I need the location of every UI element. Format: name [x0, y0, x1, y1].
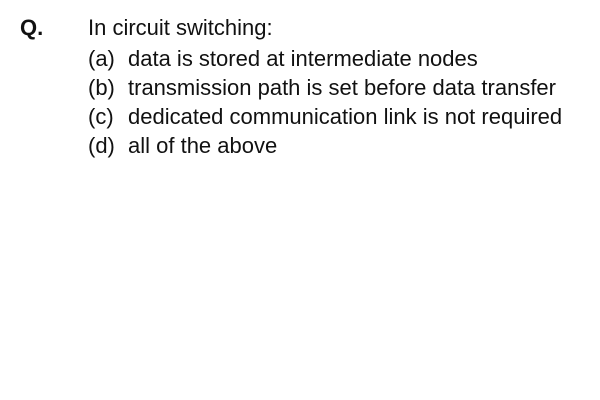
question-body: In circuit switching: (a) data is stored…	[88, 12, 593, 160]
option-d: (d) all of the above	[88, 131, 593, 160]
option-letter: (a)	[88, 46, 115, 71]
question-stem: In circuit switching:	[88, 15, 273, 40]
option-letter: (d)	[88, 133, 115, 158]
question-label: Q.	[20, 15, 44, 40]
option-text: all of the above	[128, 133, 278, 158]
option-letter: (b)	[88, 75, 115, 100]
option-b: (b) transmission path is set before data…	[88, 73, 593, 102]
option-letter: (c)	[88, 104, 114, 129]
option-text: data is stored at intermediate nodes	[128, 46, 478, 71]
option-a: (a) data is stored at intermediate nodes	[88, 44, 593, 73]
option-text: dedicated communication link is not requ…	[128, 104, 563, 129]
option-text: transmission path is set before data tra…	[128, 75, 556, 100]
option-c: (c) dedicated communication link is not …	[88, 102, 593, 131]
